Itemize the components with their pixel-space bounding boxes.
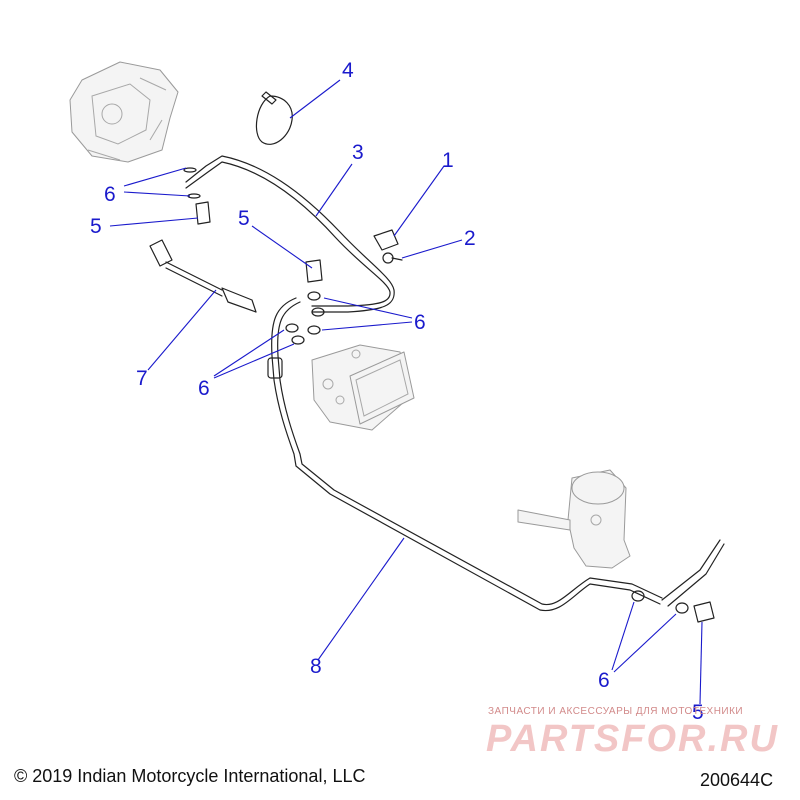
callout-6-middle-left: 6	[198, 377, 210, 400]
clip-bolt	[382, 252, 403, 264]
copyright-notice: © 2019 Indian Motorcycle International, …	[14, 766, 366, 786]
watermark-tagline: ЗАПЧАСТИ И АКСЕССУАРЫ ДЛЯ МОТОТЕХНИКИ	[488, 706, 744, 717]
line-clip	[373, 229, 399, 251]
callout-8: 8	[310, 655, 322, 678]
abs-module-ghost	[311, 344, 415, 431]
callout-6-middle-right: 6	[414, 311, 426, 334]
callout-6-upper-left: 6	[104, 183, 116, 206]
callout-3: 3	[352, 141, 364, 164]
master-cylinder-ghost	[517, 469, 631, 569]
callout-5-lower: 5	[692, 701, 704, 724]
sensor	[149, 239, 257, 313]
banjo-bolt-middle	[305, 259, 323, 283]
callout-6-lower: 6	[598, 669, 610, 692]
banjo-bolt-lower	[693, 601, 715, 623]
callout-5-middle: 5	[238, 207, 250, 230]
banjo-bolt-upper	[195, 201, 211, 225]
callout-4: 4	[342, 59, 354, 82]
diagram-code: 200644C	[700, 770, 774, 790]
pedal-line-end	[661, 539, 725, 607]
lower-brake-line	[267, 297, 663, 612]
brake-caliper-ghost	[69, 61, 179, 163]
callout-2: 2	[464, 227, 476, 250]
cable-tie	[255, 91, 293, 145]
callout-5-upper-left: 5	[90, 215, 102, 238]
callout-1: 1	[442, 149, 454, 172]
watermark-logo: PARTSFOR.RU	[486, 718, 779, 760]
leader-lines	[109, 79, 703, 705]
callout-7: 7	[136, 367, 148, 390]
upper-brake-line	[185, 155, 395, 313]
